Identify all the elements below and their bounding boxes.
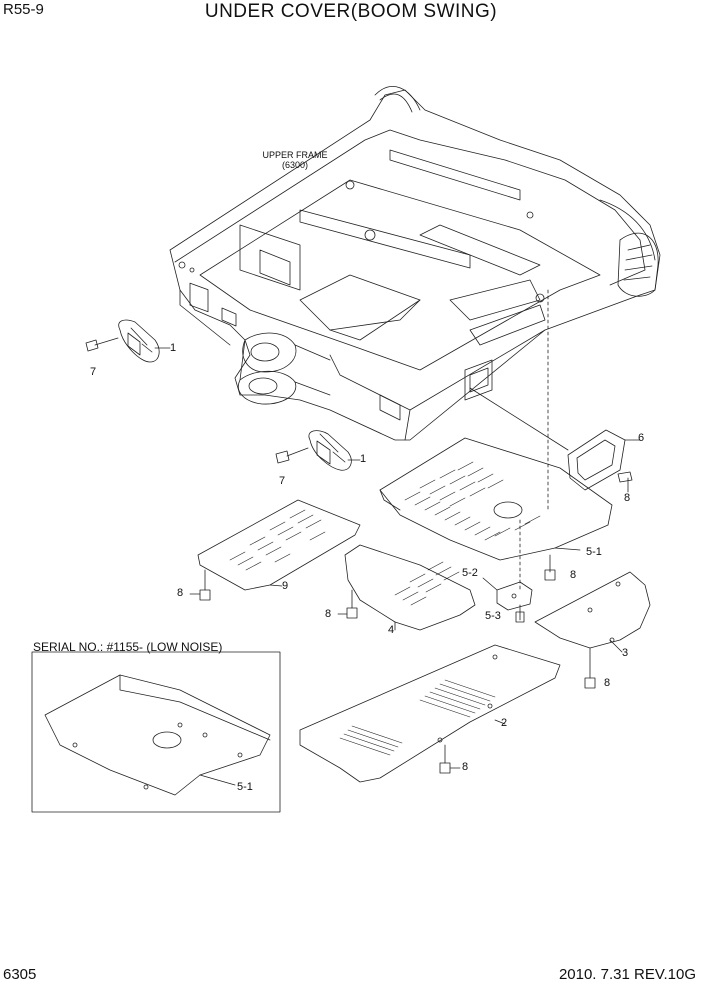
callout-8-cover4: 8 xyxy=(325,608,332,620)
page-title: UNDER COVER(BOOM SWING) xyxy=(204,1,498,22)
callout-8-cover3: 8 xyxy=(604,677,611,689)
callout-5-1-inset: 5-1 xyxy=(237,781,253,793)
callout-8-cover51: 8 xyxy=(570,569,577,581)
callout-1-upper: 1 xyxy=(170,342,177,354)
serial-number-label: SERIAL NO.: #1155- (LOW NOISE) xyxy=(33,640,223,654)
serial-inset-frame xyxy=(31,651,281,813)
callout-2: 2 xyxy=(501,717,508,729)
callout-5-2: 5-2 xyxy=(462,567,478,579)
grille-cover-1-upper xyxy=(85,319,171,363)
cover-2 xyxy=(299,644,561,783)
model-number: R55-9 xyxy=(3,1,44,18)
cover-3 xyxy=(534,571,651,689)
callout-5-3: 5-3 xyxy=(485,610,501,622)
callout-7-upper: 7 xyxy=(90,366,97,378)
callout-3: 3 xyxy=(622,647,629,659)
upper-frame xyxy=(169,86,661,441)
plate-5-2 xyxy=(482,519,533,623)
under-cover-5-1 xyxy=(379,289,613,581)
callout-4: 4 xyxy=(388,624,395,636)
callout-1-lower: 1 xyxy=(360,453,367,465)
inset-cover-5-1 xyxy=(44,674,271,796)
callout-8-plate: 8 xyxy=(624,492,631,504)
upper-frame-name: UPPER FRAME xyxy=(262,150,328,160)
callout-5-1: 5-1 xyxy=(586,546,602,558)
grille-cover-1-lower xyxy=(275,430,361,471)
cover-4 xyxy=(337,544,476,631)
page-number: 6305 xyxy=(3,966,37,983)
cover-9 xyxy=(189,499,361,601)
callout-8-cover9: 8 xyxy=(177,587,184,599)
callout-8-cover2: 8 xyxy=(462,761,469,773)
callout-7-lower: 7 xyxy=(279,475,286,487)
upper-frame-label: UPPER FRAME (6300) xyxy=(240,150,350,170)
revision-date: 2010. 7.31 REV.10G xyxy=(558,966,696,983)
plate-6 xyxy=(469,387,641,493)
callout-9: 9 xyxy=(282,580,289,592)
upper-frame-ref: (6300) xyxy=(281,160,308,170)
callout-6: 6 xyxy=(638,432,645,444)
